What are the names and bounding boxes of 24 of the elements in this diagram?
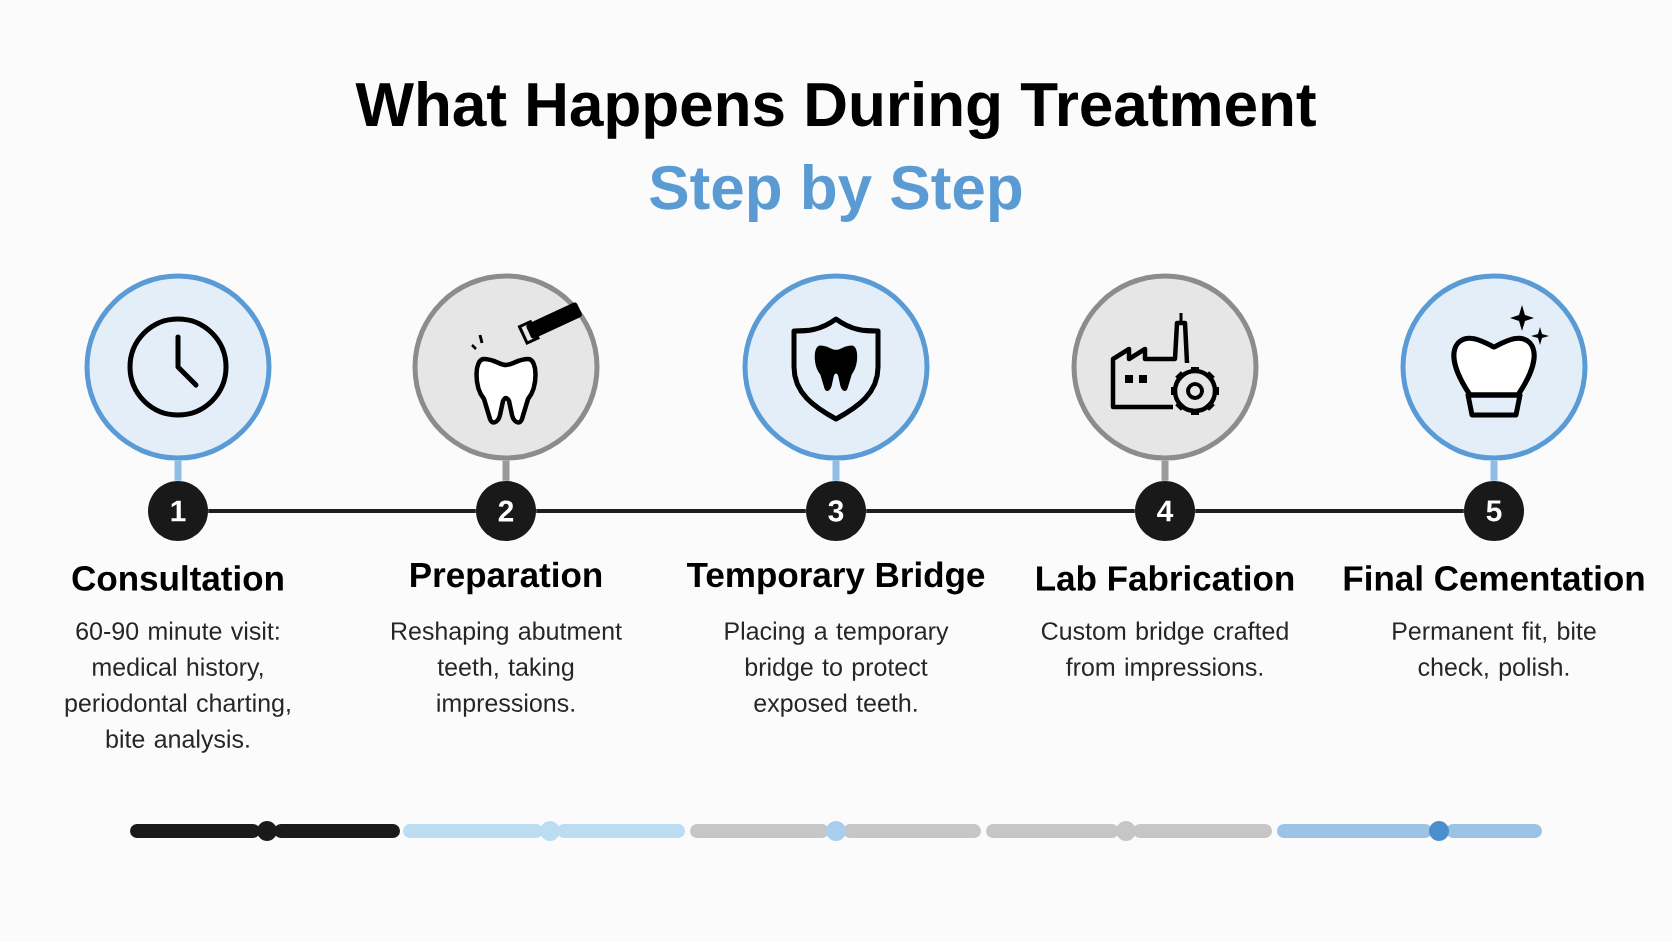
number-badge: 3 <box>806 481 866 541</box>
number-badge: 2 <box>476 481 536 541</box>
connector-line <box>208 509 476 513</box>
step-title: Consultation <box>72 565 283 591</box>
step-description: 60-90 minute visit: medical history, periodontal charting, bite analysis. <box>65 621 290 753</box>
step-circle <box>742 273 930 461</box>
step-description: Placing a temporary bridge to protect exposed teeth. <box>725 621 949 717</box>
connector-line <box>1195 509 1464 513</box>
connector-line <box>866 509 1135 513</box>
title: What Happens During Treatment <box>355 80 1316 140</box>
subtitle: Step by Step <box>650 164 1022 222</box>
number-badge: 5 <box>1464 481 1524 541</box>
number-badge: 1 <box>148 481 208 541</box>
step-description: Reshaping abutment teeth, taking impressions. <box>392 621 622 717</box>
step-circle <box>84 273 272 461</box>
step-title: Lab Fabrication <box>1037 565 1294 591</box>
connector-line <box>536 509 806 513</box>
step-circle <box>1071 273 1259 461</box>
step-description: Custom bridge crafted from impressions. <box>1041 621 1288 681</box>
step-title: Temporary Bridge <box>686 561 985 595</box>
step-title: Final Cementation <box>1344 565 1644 591</box>
step-title: Preparation <box>411 561 602 595</box>
step-description: Permanent fit, bite check, polish. <box>1393 621 1596 681</box>
number-badge: 4 <box>1135 481 1195 541</box>
